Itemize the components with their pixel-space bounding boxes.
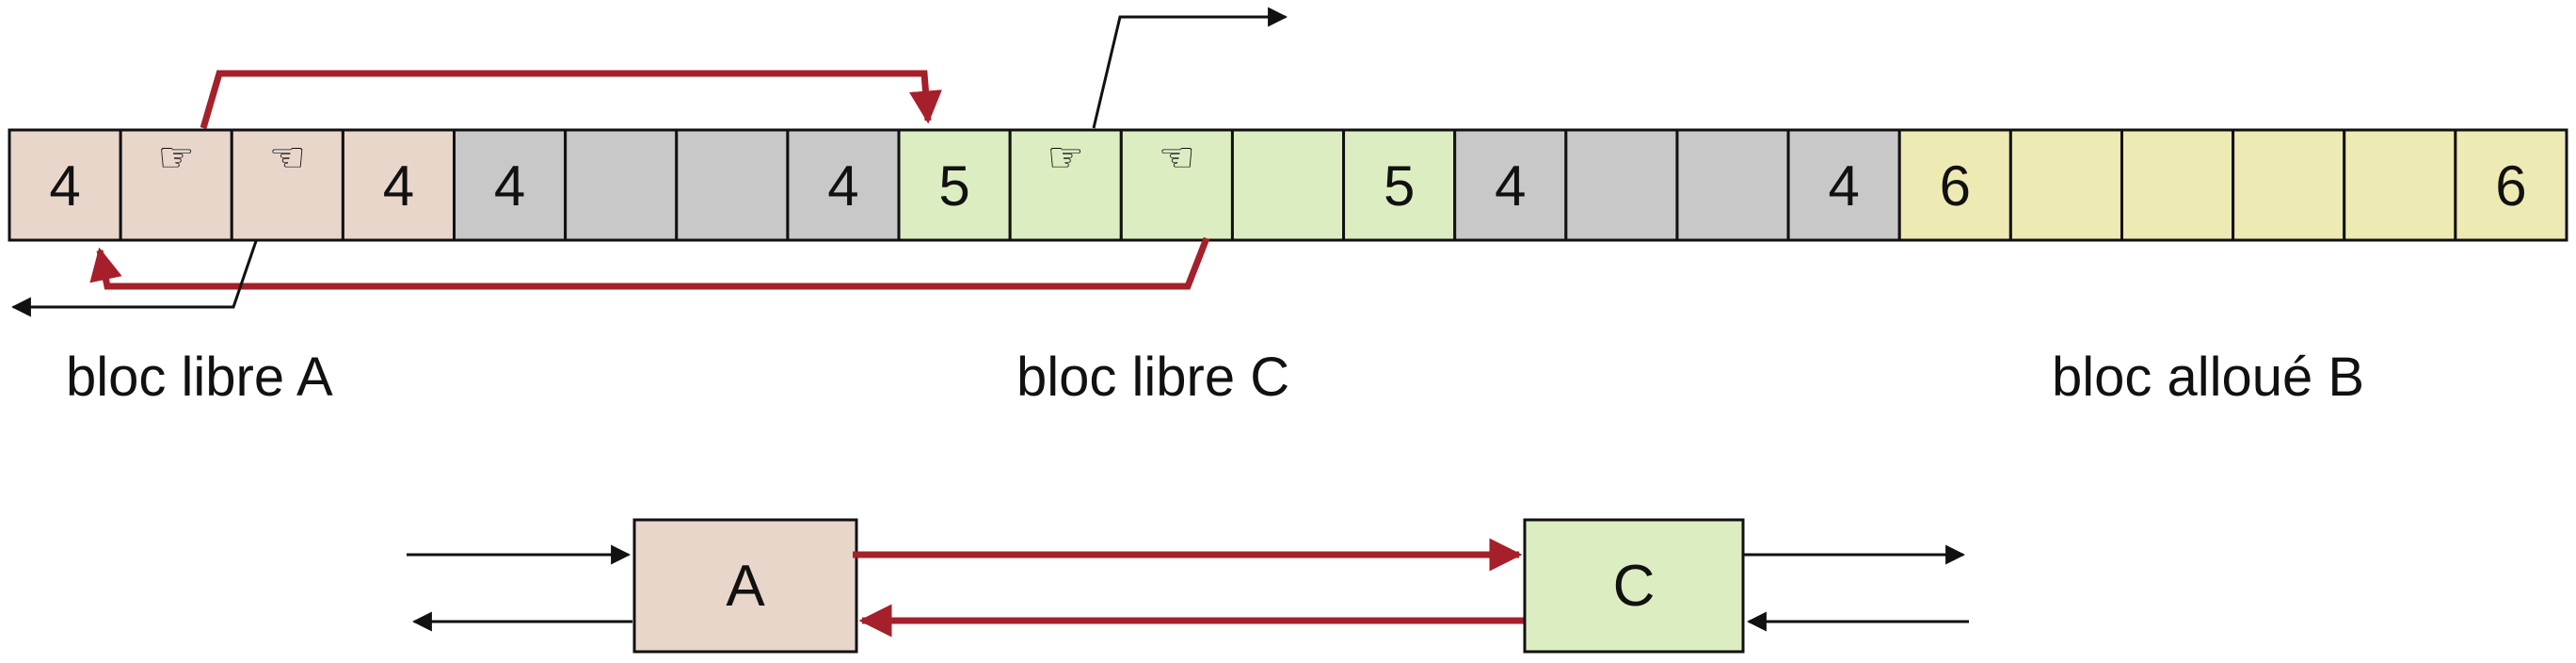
node-c-label: C (1613, 554, 1656, 619)
memory-cell-box (1675, 128, 1790, 242)
memory-cell: ☜ (1119, 128, 1234, 242)
memory-cell-value: 5 (1384, 154, 1415, 218)
memory-cell: 6 (2454, 128, 2568, 242)
memory-cell-box (119, 128, 233, 242)
memory-cell-value: 4 (827, 154, 858, 218)
memory-cell-box (1008, 128, 1123, 242)
memory-cell-box (1342, 128, 1457, 242)
pointer-a-prev-out (10, 240, 258, 317)
memory-cell-box (8, 128, 122, 242)
node-c-box (1523, 518, 1745, 654)
pointer-c-prev-to-a (89, 236, 1210, 290)
memory-cell: 5 (897, 128, 1012, 242)
hand-pointing-left-icon: ☜ (269, 134, 306, 182)
memory-cell-box (786, 128, 901, 242)
memory-cell (2232, 128, 2346, 242)
memory-cell-box (675, 128, 790, 242)
memory-cell (1675, 128, 1790, 242)
memory-cell-box (1230, 128, 1346, 242)
memory-cell-value: 4 (1828, 154, 1859, 218)
pointer-a-next-to-c (200, 70, 942, 129)
memory-strip: 4 ☞ ☜ 4 4 4 5 ☞ ☜ 5 4 4 6 6 (8, 128, 2568, 242)
memory-cell-value: 6 (2495, 154, 2526, 218)
memory-cell-box (2008, 128, 2123, 242)
memory-cell: 6 (1897, 128, 2012, 242)
memory-cell (564, 128, 679, 242)
memory-cell-box (897, 128, 1012, 242)
memory-cell: 4 (1786, 128, 1901, 242)
memory-cell: ☜ (230, 128, 344, 242)
memory-cell: ☞ (119, 128, 233, 242)
memory-cell-box (2343, 128, 2457, 242)
label-bloc-alloue-b: bloc alloué B (2052, 347, 2364, 408)
memory-cell-box (2454, 128, 2568, 242)
memory-cell-value: 6 (1940, 154, 1971, 218)
node-a-label: A (726, 554, 765, 619)
memory-cell (1564, 128, 1679, 242)
memory-cell-box (2120, 128, 2235, 242)
memory-cell (2120, 128, 2235, 242)
memory-cell: 5 (1342, 128, 1457, 242)
hand-pointing-right-icon: ☞ (157, 134, 194, 182)
memory-cell-box (564, 128, 679, 242)
memory-cell: 4 (453, 128, 568, 242)
memory-cell-box (230, 128, 344, 242)
memory-cell: 4 (8, 128, 122, 242)
memory-cell (1230, 128, 1346, 242)
memory-cell: 4 (1453, 128, 1568, 242)
hand-pointing-left-icon: ☜ (1159, 134, 1195, 182)
pointer-c-next-out (1092, 7, 1288, 129)
memory-cell-value: 5 (938, 154, 969, 218)
memory-cell (2008, 128, 2123, 242)
linked-list-view: A C (407, 518, 1969, 654)
label-bloc-libre-c: bloc libre C (1016, 347, 1289, 408)
memory-cell (2343, 128, 2457, 242)
node-a-box (632, 518, 858, 654)
memory-cell-box (1897, 128, 2012, 242)
memory-cell: ☞ (1008, 128, 1123, 242)
memory-cell-value: 4 (49, 154, 80, 218)
memory-cell: 4 (341, 128, 456, 242)
memory-cell-value: 4 (1495, 154, 1526, 218)
memory-cell (675, 128, 790, 242)
memory-cell-box (1786, 128, 1901, 242)
hand-pointing-right-icon: ☞ (1048, 134, 1084, 182)
memory-cell-box (2232, 128, 2346, 242)
memory-cell-box (1119, 128, 1234, 242)
memory-cell-box (1564, 128, 1679, 242)
memory-cell-value: 4 (494, 154, 525, 218)
memory-cell-value: 4 (383, 154, 414, 218)
label-bloc-libre-a: bloc libre A (66, 347, 333, 408)
memory-cell: 4 (786, 128, 901, 242)
memory-cell-box (453, 128, 568, 242)
